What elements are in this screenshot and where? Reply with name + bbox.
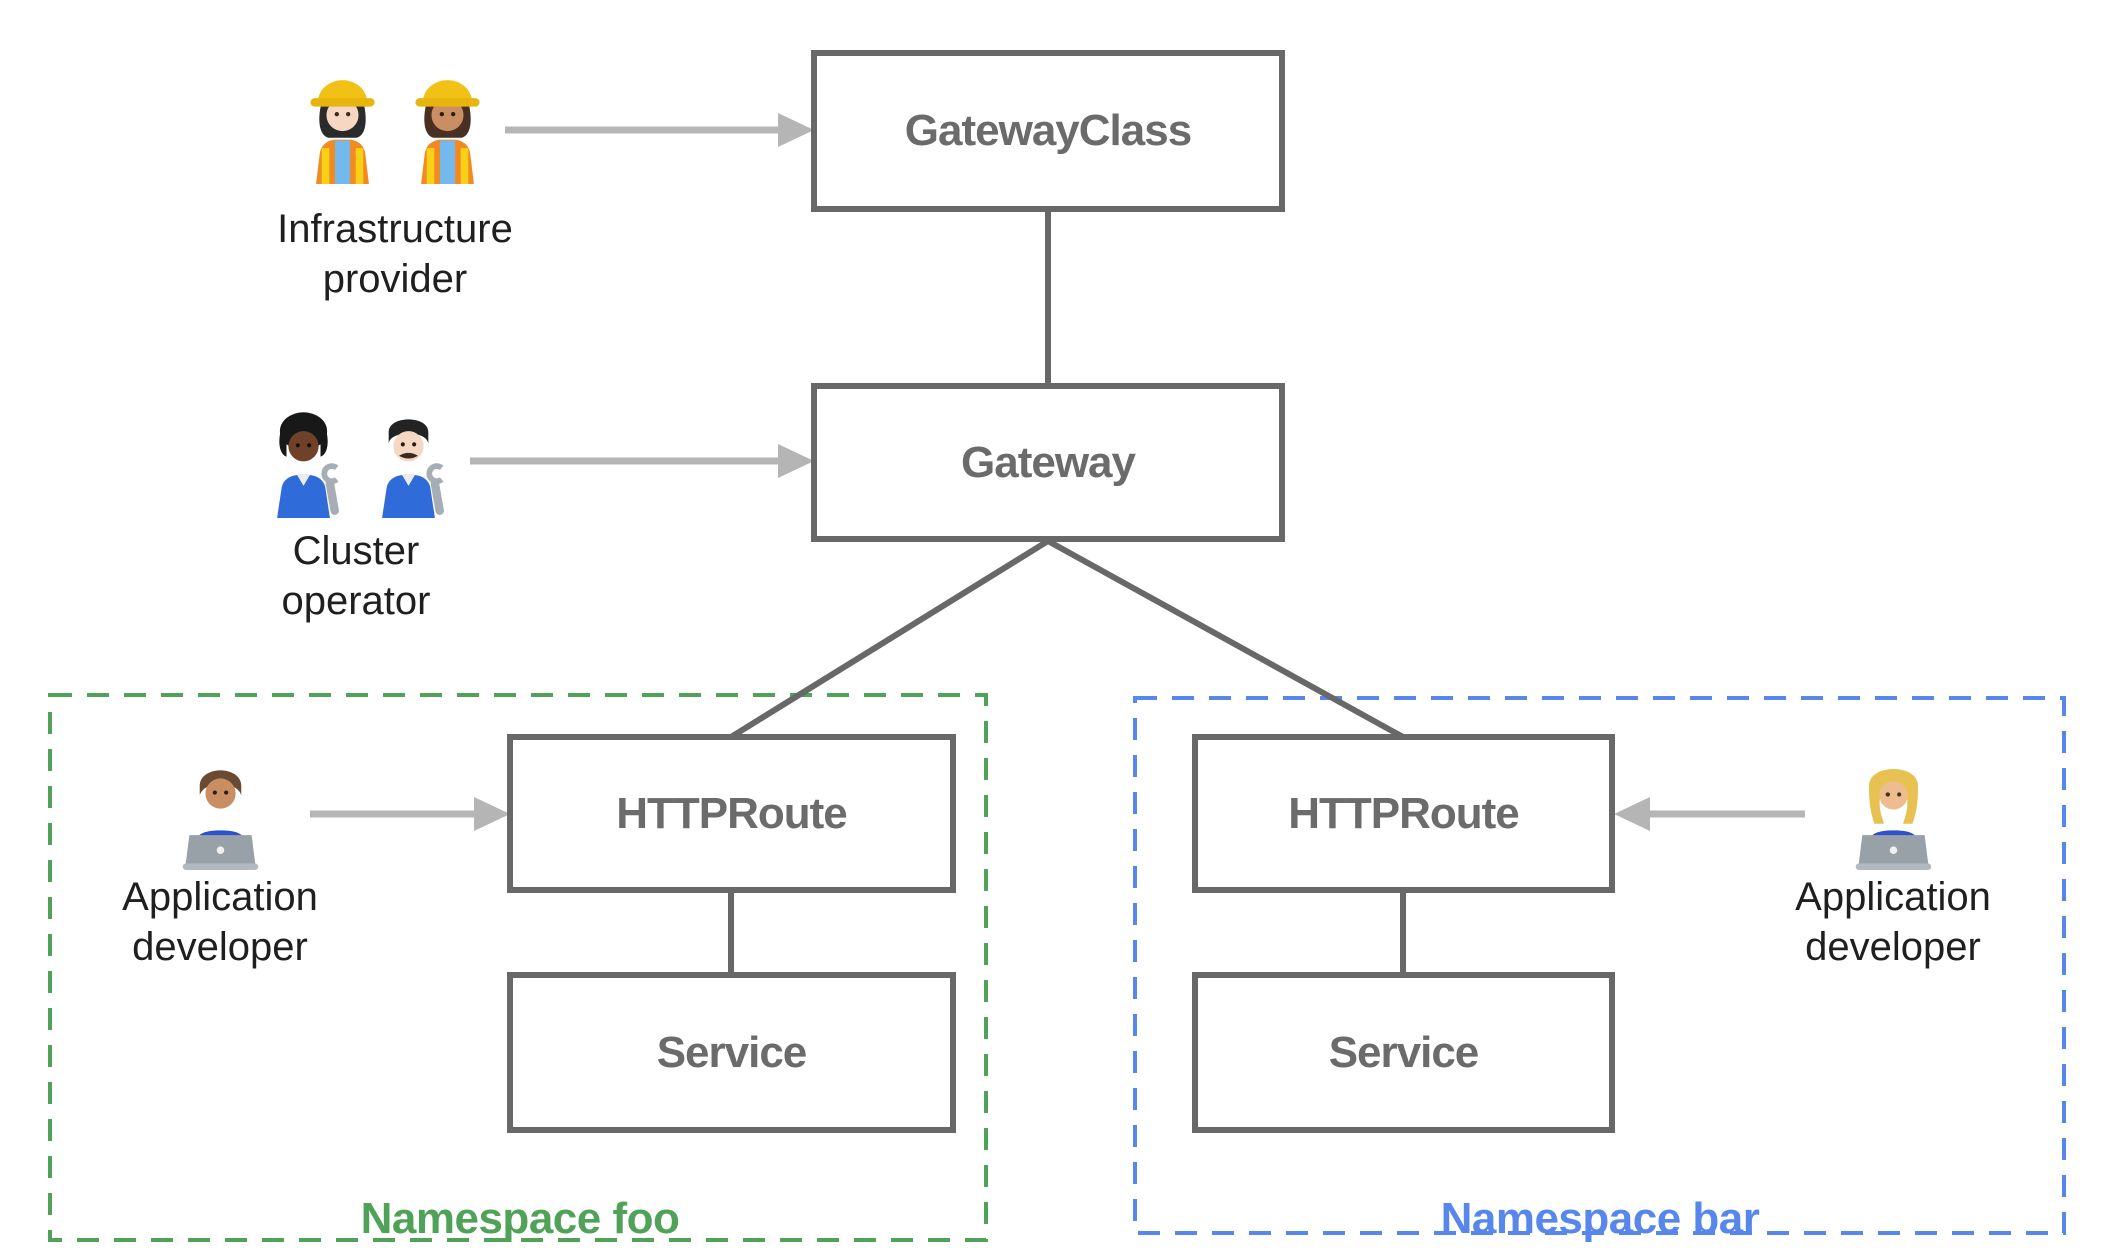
persona-label-line1: Cluster — [292, 529, 420, 573]
persona-icons — [256, 400, 456, 518]
arrowhead-right-icon — [474, 797, 510, 831]
arrow-infrastructure-provider-to-gatewayclass — [505, 113, 814, 147]
persona-label-line2: developer — [1805, 925, 1981, 969]
persona-label-line2: provider — [322, 257, 468, 301]
connector-gateway-httproute-foo — [729, 538, 1050, 740]
woman-construction-worker-medium-icon — [415, 80, 480, 184]
persona-label-line1: Infrastructure — [277, 207, 513, 251]
woman-construction-worker-light-icon — [310, 80, 375, 184]
arrowhead-left-icon — [1614, 797, 1650, 831]
node-service-foo: Service — [507, 972, 956, 1133]
persona-label-line2: operator — [281, 579, 431, 623]
persona-icons — [295, 66, 495, 184]
arrowhead-right-icon — [778, 444, 814, 478]
woman-technologist-icon — [1855, 768, 1931, 870]
namespace-bar-label: Namespace bar — [1440, 1194, 1760, 1243]
persona-label-line2: developer — [132, 925, 308, 969]
persona-icons — [173, 752, 268, 870]
arrowhead-right-icon — [778, 113, 814, 147]
namespace-bar-boundary — [1133, 696, 2066, 1235]
persona-application-developer-foo: Application developer — [75, 752, 365, 972]
arrow-application-developer-to-httproute-foo — [310, 797, 510, 831]
connector-gateway-httproute-bar — [1046, 538, 1405, 740]
persona-label: Cluster operator — [282, 526, 431, 626]
persona-label-line1: Application — [1795, 875, 1991, 919]
node-service-bar: Service — [1192, 972, 1615, 1133]
persona-application-developer-bar: Application developer — [1748, 752, 2038, 972]
node-httproute-foo: HTTPRoute — [507, 734, 956, 893]
persona-infrastructure-provider: Infrastructure provider — [250, 66, 540, 304]
persona-label: Infrastructure provider — [277, 204, 513, 304]
man-technologist-icon — [182, 770, 258, 870]
namespace-foo-label: Namespace foo — [360, 1194, 680, 1243]
persona-cluster-operator: Cluster operator — [211, 400, 501, 626]
man-mechanic-light-icon — [382, 419, 448, 518]
arrow-application-developer-to-httproute-bar — [1614, 797, 1805, 831]
persona-label: Application developer — [1795, 872, 1991, 972]
arrow-cluster-operator-to-gateway — [470, 444, 814, 478]
person-mechanic-dark-icon — [277, 412, 343, 518]
persona-icons — [1846, 752, 1941, 870]
node-gateway: Gateway — [811, 383, 1285, 542]
persona-label-line1: Application — [122, 875, 318, 919]
persona-label: Application developer — [122, 872, 318, 972]
node-gatewayclass: GatewayClass — [811, 50, 1285, 212]
node-httproute-bar: HTTPRoute — [1192, 734, 1615, 893]
